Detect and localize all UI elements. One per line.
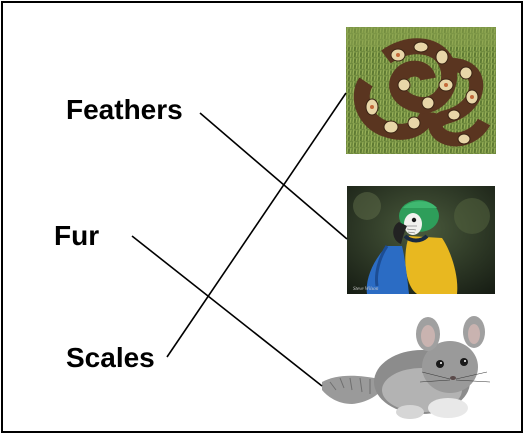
word-feathers: Feathers	[66, 94, 183, 125]
word-fur: Fur	[54, 220, 100, 251]
chinchilla-image	[322, 312, 494, 422]
svg-text:Steve Wilson: Steve Wilson	[353, 287, 379, 292]
parrot-image: Steve Wilson	[347, 186, 495, 294]
word-scales: Scales	[66, 342, 155, 373]
snake-image	[346, 27, 496, 154]
